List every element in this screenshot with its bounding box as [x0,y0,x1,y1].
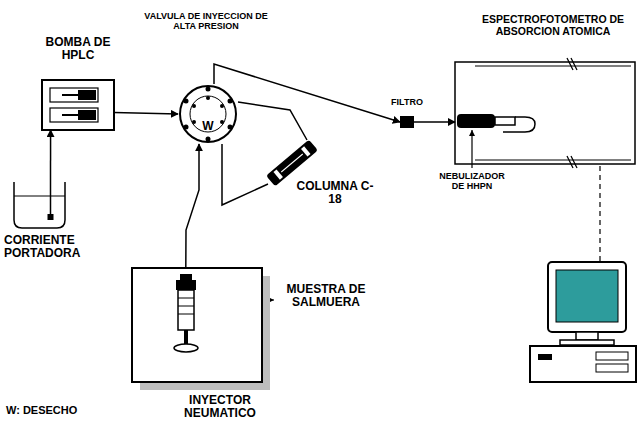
injection-valve: VALVULA DE INYECCION DE ALTA PRESIONW [178,84,238,144]
tube-line [214,64,400,122]
node-label: VALVULA DE INYECCION DE ALTA PRESION [144,12,268,32]
carrier-reservoir-shape [12,180,67,228]
tube-line [50,130,52,180]
node-label: COLUMNA C-18 [296,180,374,206]
carrier-reservoir: CORRIENTE PORTADORA [12,180,67,228]
pump: BOMBA DE HPLC [42,80,114,130]
loop-line [222,144,268,205]
node-label: BOMBA DE HPLC [38,36,118,62]
node-label: INYECTOR NEUMATICO [160,394,280,420]
tube-line [186,144,199,268]
node-label: ESPECTROFOTOMETRO DE ABSORCION ATOMICA [471,14,635,37]
filter-shape [400,116,414,128]
leader-head [469,130,475,136]
spectrophotometer-shape [455,62,635,164]
pump-shape [42,80,114,130]
annotation: W: DESECHO [6,404,116,416]
computer [530,262,636,382]
injection-valve-shape [178,84,238,144]
tube-line [114,113,178,115]
filter: FILTRO [400,116,414,128]
signal-line [599,166,600,262]
node-label: CORRIENTE PORTADORA [4,234,96,260]
c18-column: COLUMNA C-18 [262,140,322,186]
annotation: MUESTRA DE SALMUERA [278,283,374,309]
tube-line [238,102,307,140]
spectrophotometer: ESPECTROFOTOMETRO DE ABSORCION ATOMICA [455,62,635,164]
pneumatic-injector: INYECTOR NEUMATICO [132,268,270,390]
annotation: NEBULIZADOR DE HHPN [432,172,512,192]
waste-mark: W [198,120,218,133]
node-label: FILTRO [384,98,430,108]
pneumatic-injector-shape [132,268,270,390]
tube-line [414,121,455,123]
